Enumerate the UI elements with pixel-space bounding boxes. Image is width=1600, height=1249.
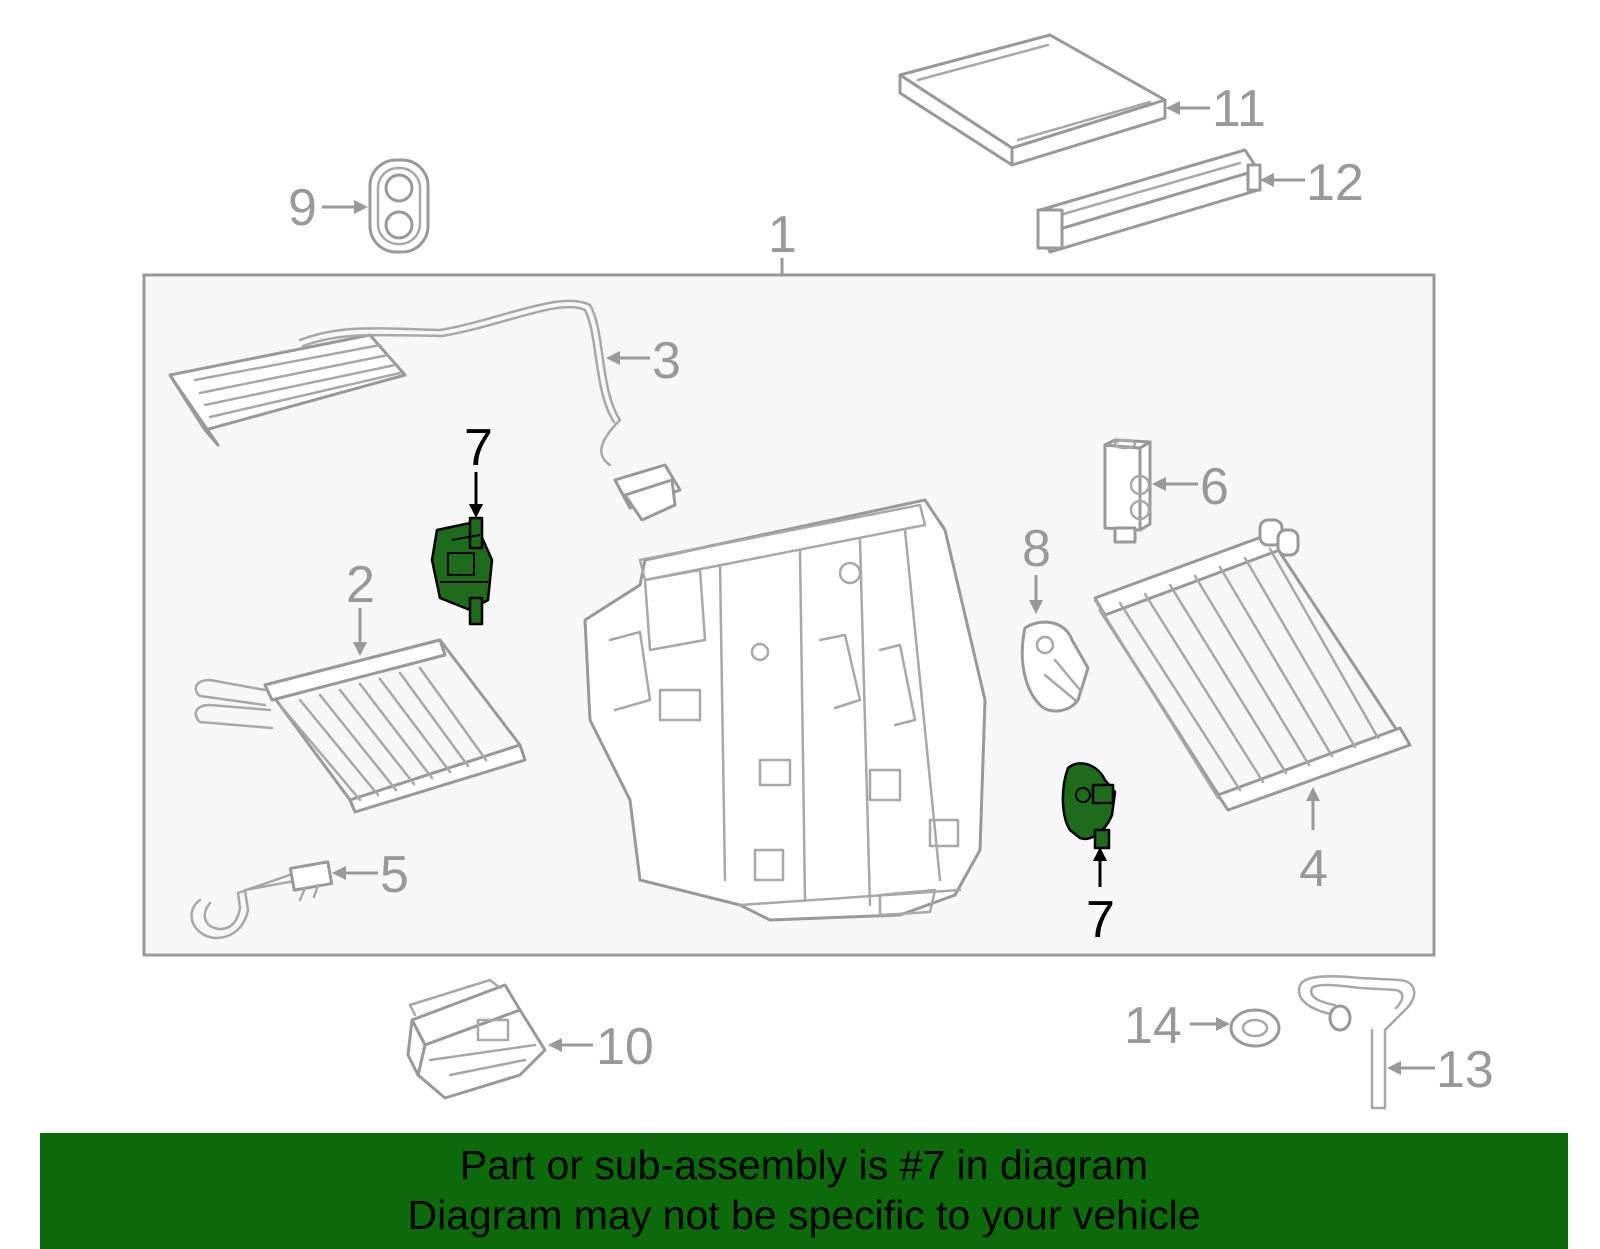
callout-11: 11 <box>1212 80 1266 138</box>
arrow-14 <box>1216 1017 1230 1031</box>
callout-10: 10 <box>596 1018 654 1076</box>
sensor-harness-part <box>168 299 682 522</box>
arrow-8 <box>1029 600 1043 614</box>
callout-6: 6 <box>1200 458 1229 516</box>
arrow-6 <box>1152 477 1166 491</box>
callout-14: 14 <box>1124 997 1182 1055</box>
callout-7-upper: 7 <box>464 419 493 477</box>
arrow-7-lower <box>1093 847 1107 861</box>
arrow-13 <box>1387 1061 1401 1075</box>
callout-5: 5 <box>380 846 409 904</box>
info-banner: Part or sub-assembly is #7 in diagram Di… <box>40 1133 1568 1249</box>
arrow-11 <box>1166 101 1180 115</box>
servo-motor-7-upper <box>430 516 494 626</box>
seal-ring-part <box>1229 1008 1281 1048</box>
evaporator-part <box>1093 518 1412 812</box>
arrow-5 <box>332 866 346 880</box>
sensor-cable-part <box>190 860 334 940</box>
arrow-12 <box>1260 173 1274 187</box>
arrow-7-upper <box>469 504 483 518</box>
arrow-4 <box>1306 787 1320 801</box>
cabin-filter-part <box>898 33 1167 167</box>
callout-2: 2 <box>346 556 375 614</box>
callout-13: 13 <box>1436 1041 1494 1099</box>
callout-12: 12 <box>1306 154 1364 212</box>
duct-part-10 <box>406 978 547 1100</box>
callout-3: 3 <box>652 332 681 390</box>
callout-4: 4 <box>1299 840 1328 898</box>
callout-7-lower: 7 <box>1086 891 1115 949</box>
callout-1: 1 <box>768 206 797 264</box>
arrow-2 <box>353 642 367 656</box>
banner-line-part-number: Part or sub-assembly is #7 in diagram <box>459 1142 1149 1188</box>
heater-core-part <box>194 638 527 814</box>
expansion-valve-part <box>1103 438 1152 544</box>
banner-line-disclaimer: Diagram may not be specific to your vehi… <box>407 1192 1201 1238</box>
hvac-case-part <box>583 498 987 922</box>
callout-8: 8 <box>1022 520 1051 578</box>
grommet-part <box>368 158 430 254</box>
drain-hose-part <box>1297 975 1416 1110</box>
servo-motor-7-lower <box>1061 762 1117 850</box>
arrow-9 <box>354 200 368 214</box>
module-bar-part <box>1036 148 1262 254</box>
arrow-10 <box>548 1038 562 1052</box>
callout-9: 9 <box>288 179 317 237</box>
arrow-3 <box>606 351 620 365</box>
housing-part-8 <box>1020 620 1090 713</box>
